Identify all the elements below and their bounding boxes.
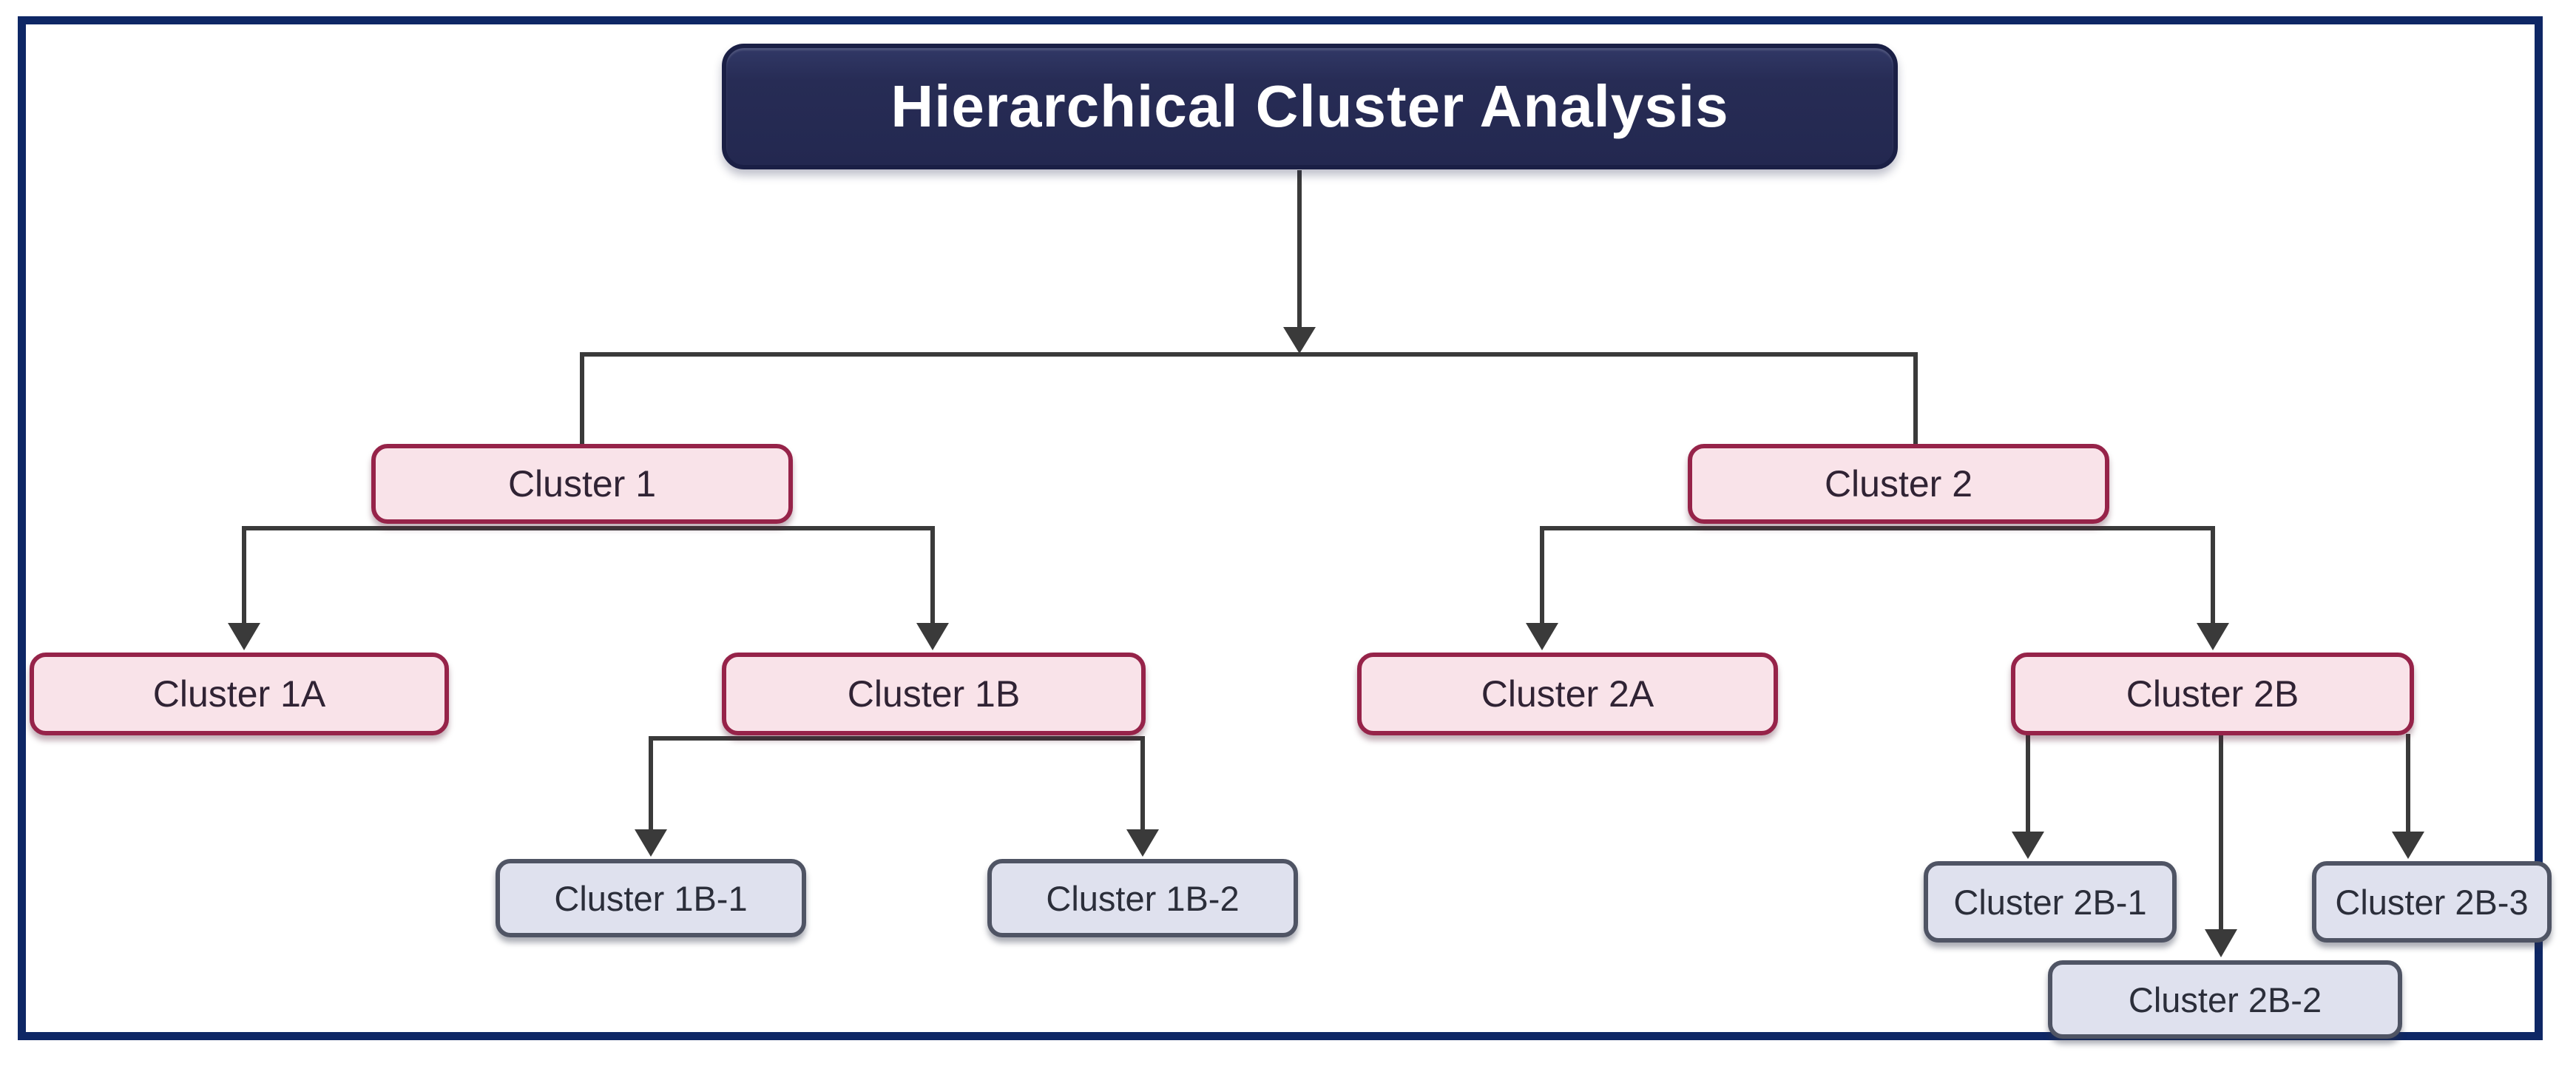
node-cluster-2b-1-label: Cluster 2B-1 xyxy=(1953,882,2147,922)
connector-cluster1b-branch xyxy=(649,736,1145,831)
arrowhead-cluster2a xyxy=(1526,623,1558,650)
node-cluster-2a: Cluster 2A xyxy=(1357,653,1778,735)
node-cluster-2b: Cluster 2B xyxy=(2011,653,2414,735)
node-cluster-1b-1-label: Cluster 1B-1 xyxy=(554,878,748,918)
arrowhead-cluster2b3 xyxy=(2392,832,2424,859)
arrowhead-cluster1b1 xyxy=(635,829,667,857)
node-title-label: Hierarchical Cluster Analysis xyxy=(890,73,1729,139)
node-cluster-1b-2-label: Cluster 1B-2 xyxy=(1046,878,1240,918)
node-cluster-1a: Cluster 1A xyxy=(30,653,449,735)
node-cluster-2a-label: Cluster 2A xyxy=(1481,673,1654,715)
node-cluster-2b-3-label: Cluster 2B-3 xyxy=(2335,882,2529,922)
node-cluster-2b-1: Cluster 2B-1 xyxy=(1924,861,2177,943)
arrowhead-cluster2b xyxy=(2197,623,2229,650)
connector-cluster2-branch xyxy=(1540,526,2215,624)
node-cluster-1b-2: Cluster 1B-2 xyxy=(987,859,1298,937)
connector-root-branch xyxy=(580,352,1918,448)
arrowhead-title-stem xyxy=(1283,327,1316,354)
node-cluster-2b-3: Cluster 2B-3 xyxy=(2312,861,2552,943)
arrowhead-cluster1b2 xyxy=(1126,829,1159,857)
connector-cluster1-branch xyxy=(242,526,935,624)
node-cluster-2b-2: Cluster 2B-2 xyxy=(2048,960,2402,1039)
arrowhead-cluster2b1 xyxy=(2012,832,2044,859)
node-cluster-2b-label: Cluster 2B xyxy=(2126,673,2299,715)
node-cluster-2-label: Cluster 2 xyxy=(1824,463,1973,505)
arrowhead-cluster1a xyxy=(228,623,260,650)
arrowhead-cluster2b2 xyxy=(2205,929,2237,957)
node-cluster-1-label: Cluster 1 xyxy=(507,463,657,505)
arrowhead-cluster1b xyxy=(916,623,949,650)
node-cluster-1: Cluster 1 xyxy=(371,444,793,524)
outer-frame xyxy=(18,16,2543,1040)
node-cluster-2b-2-label: Cluster 2B-2 xyxy=(2128,980,2322,1019)
node-cluster-1b-1: Cluster 1B-1 xyxy=(496,859,806,937)
node-cluster-1b: Cluster 1B xyxy=(722,653,1146,735)
node-cluster-2: Cluster 2 xyxy=(1688,444,2109,524)
node-cluster-1a-label: Cluster 1A xyxy=(152,673,326,715)
node-cluster-1b-label: Cluster 1B xyxy=(847,673,1021,715)
node-title: Hierarchical Cluster Analysis xyxy=(722,44,1898,169)
